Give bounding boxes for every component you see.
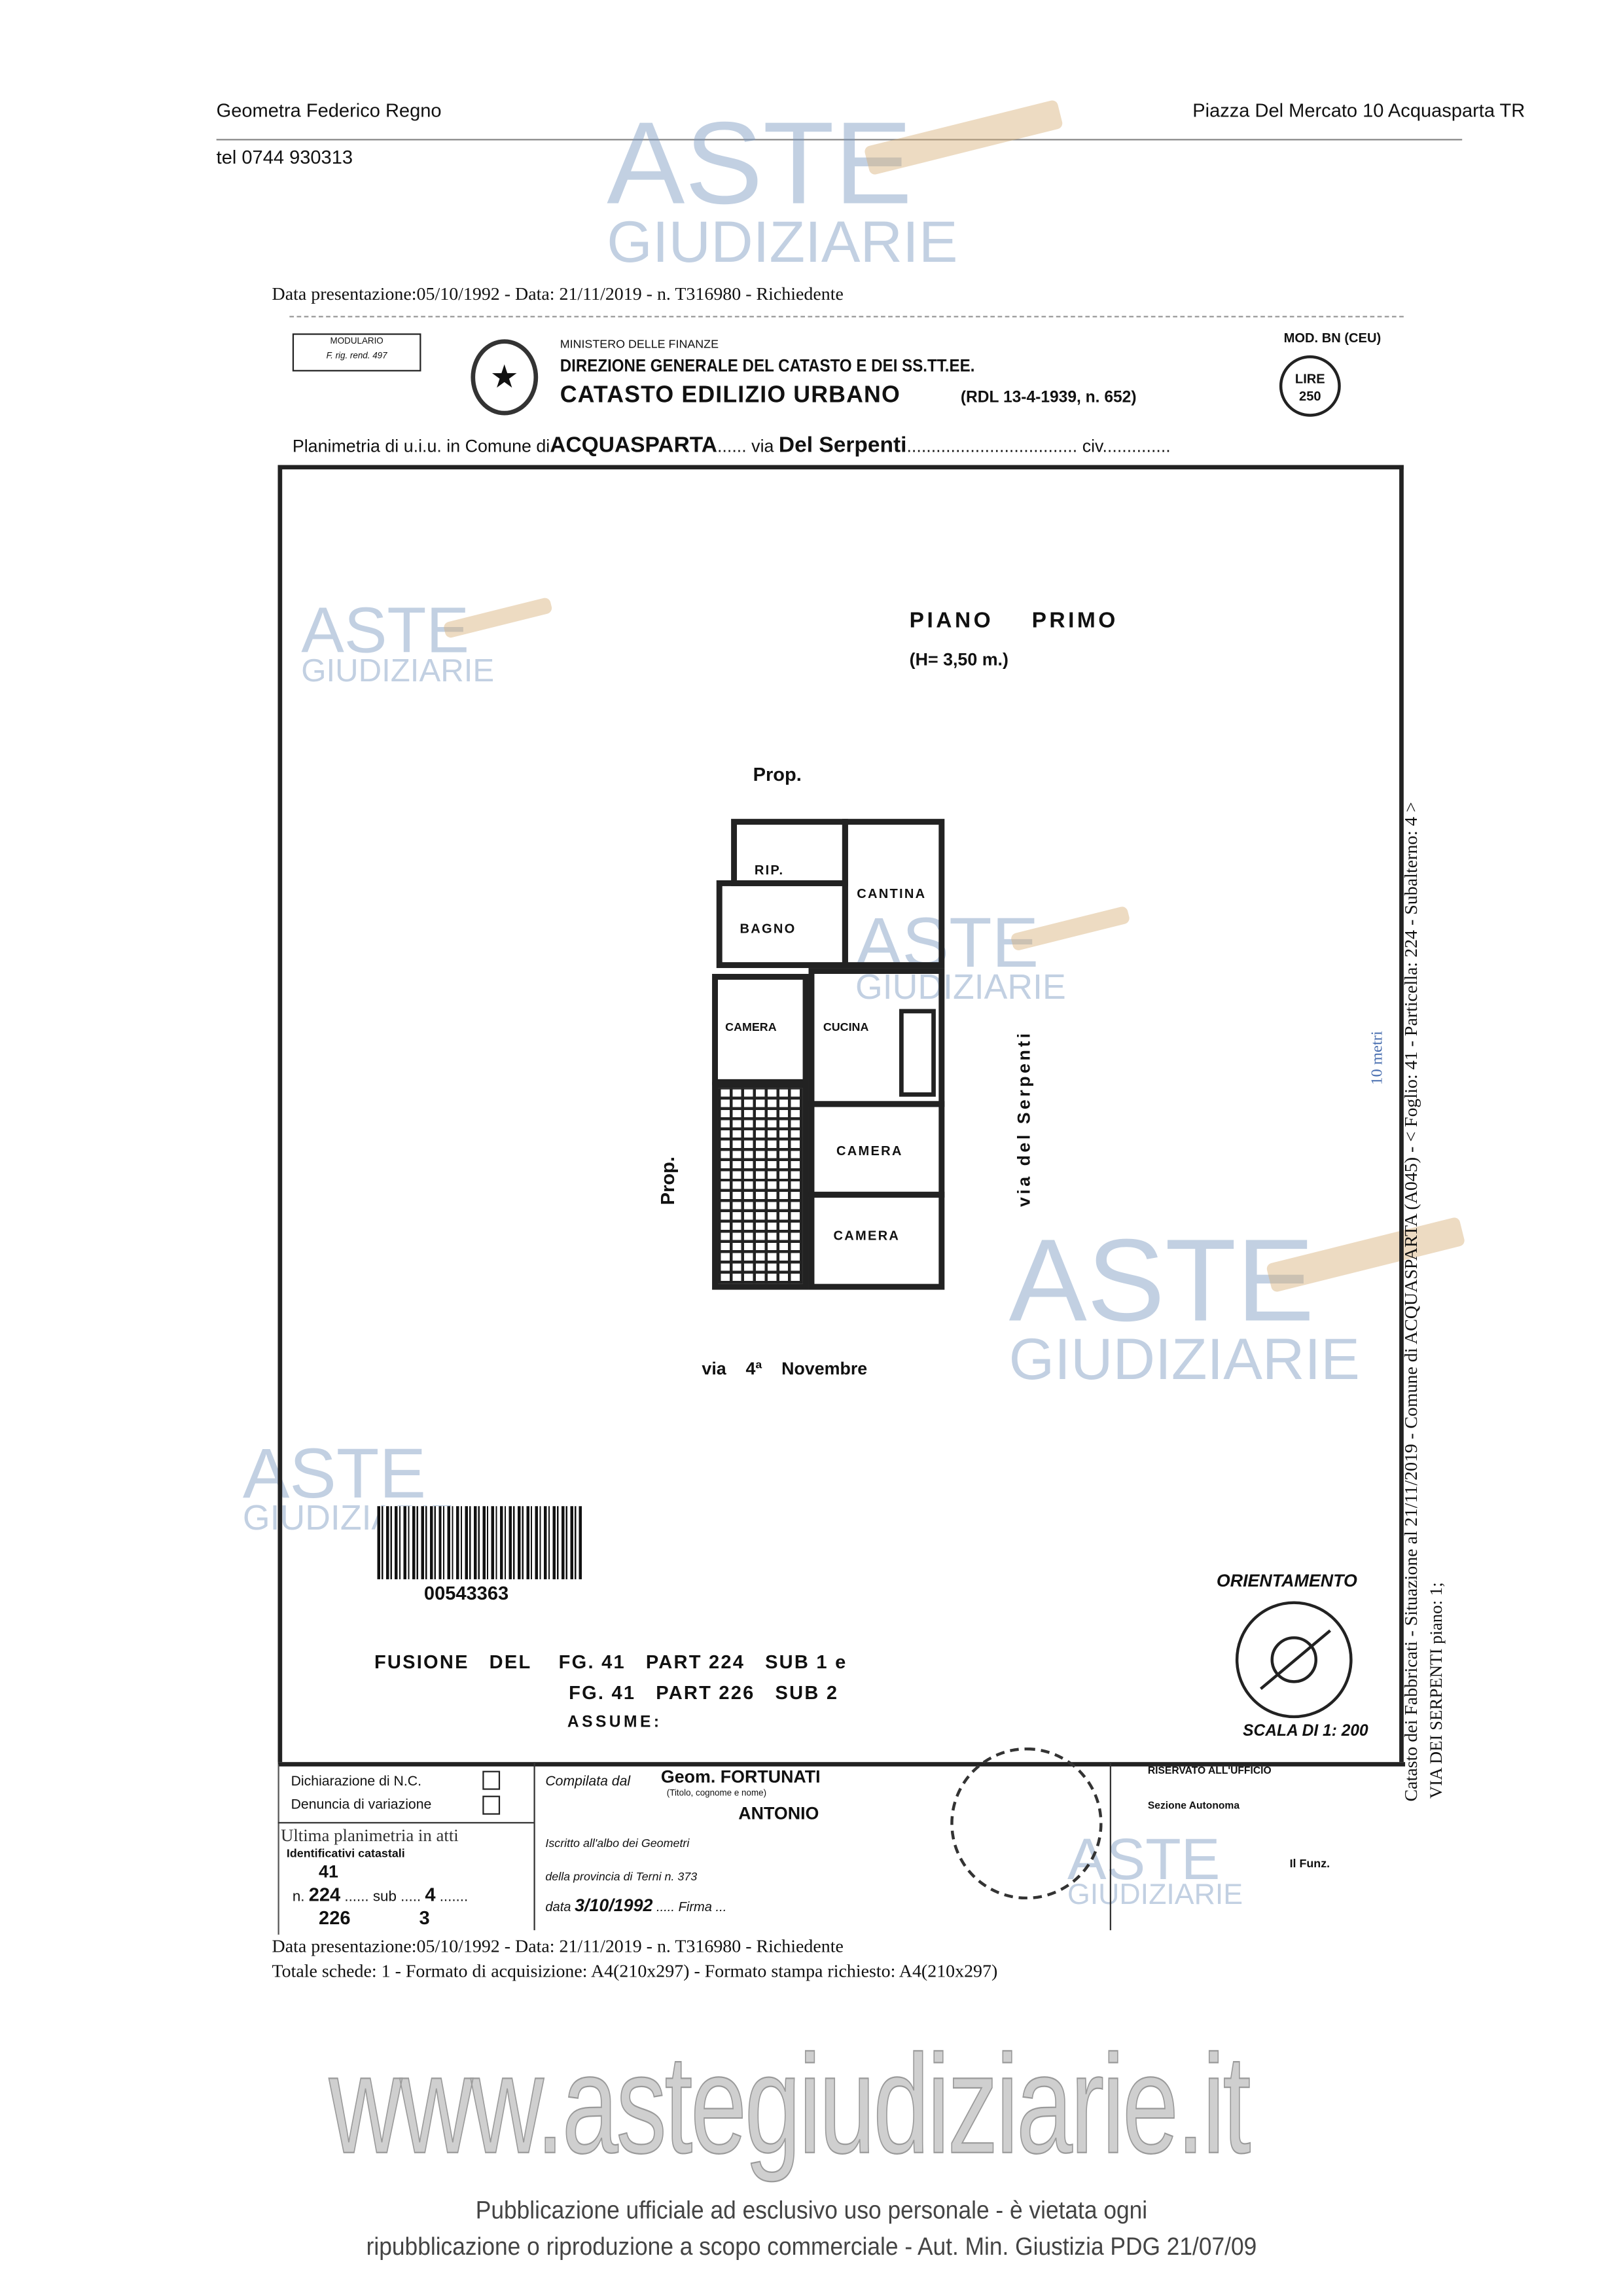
surveyor-name: Geom. FORTUNATI — [660, 1766, 821, 1787]
fusion-line-1: FUSIONE DEL FG. 41 PART 224 SUB 1 e — [374, 1651, 847, 1673]
sezione-label: Sezione Autonoma — [1147, 1801, 1240, 1812]
table-divider — [277, 1821, 534, 1824]
side-cadastre-text: Catasto dei Fabbricati - Situazione al 2… — [1400, 802, 1421, 1802]
footer-line-1: Pubblicazione ufficiale ad esclusivo uso… — [475, 2196, 1148, 2225]
scale-bar-label: 10 metri — [1368, 1031, 1387, 1085]
overlay-line-2: Totale schede: 1 - Formato di acquisizio… — [272, 1961, 998, 1982]
table-divider — [533, 1762, 535, 1931]
side-address-text: VIA DEI SERPENTI piano: 1; — [1425, 1582, 1446, 1799]
identifier-row-1: n. 224 ...... sub ..... 4 ....... — [292, 1883, 469, 1906]
header-right: Piazza Del Mercato 10 Acquasparta TR — [1192, 99, 1525, 122]
footer-line-2: ripubblicazione o riproduzione a scopo c… — [366, 2233, 1257, 2261]
room-label: CAMERA — [725, 1020, 777, 1034]
scale-label: SCALA DI 1: 200 — [1243, 1722, 1368, 1740]
plan-frame — [277, 465, 1404, 1763]
orientation-label: ORIENTAMENTO — [1216, 1570, 1357, 1591]
table-divider — [1109, 1762, 1111, 1931]
last-plan-label: Ultima planimetria in atti — [280, 1825, 459, 1846]
watermark-url: www.astegiudiziarie.it — [329, 2026, 1251, 2183]
planimetria-line: Planimetria di u.i.u. in Comune diACQUAS… — [292, 433, 1171, 458]
barcode-number: 00543363 — [423, 1582, 509, 1604]
official-stamp — [950, 1747, 1103, 1900]
riservato-label: RISERVATO ALL'UFFICIO — [1147, 1766, 1272, 1777]
provincia-label: della provincia di Terni n. 373 — [545, 1870, 698, 1884]
assume-label: ASSUME: — [567, 1713, 662, 1732]
label-street-right: via del Serpenti — [1014, 1030, 1035, 1208]
state-emblem-icon: ★ — [471, 339, 539, 416]
dichiarazione-checkbox[interactable] — [482, 1770, 501, 1790]
floor-title: PIANO PRIMO — [909, 608, 1118, 634]
header-divider — [216, 139, 1463, 141]
compilata-label: Compilata dal — [545, 1774, 631, 1790]
compass-icon — [1235, 1601, 1353, 1719]
dichiarazione-label: Dichiarazione di N.C. — [291, 1774, 421, 1790]
room-label: BAGNO — [740, 921, 796, 936]
identifier-row-2: 226 3 — [319, 1907, 430, 1929]
room-label: CAMERA — [836, 1143, 903, 1158]
name-hint: (Titolo, cognome e nome) — [666, 1789, 767, 1799]
overlay-line-1: Data presentazione:05/10/1992 - Data: 21… — [272, 1936, 844, 1957]
header-left: Geometra Federico Regno — [216, 99, 442, 122]
denuncia-label: Denuncia di variazione — [291, 1797, 432, 1814]
room-label: CAMERA — [833, 1228, 901, 1244]
floor-height: (H= 3,50 m.) — [909, 649, 1008, 670]
ministry: MINISTERO DELLE FINANZE — [560, 338, 719, 351]
funzionario-label: Il Funz. — [1289, 1857, 1330, 1871]
direction: DIREZIONE GENERALE DEL CATASTO E DEI SS.… — [560, 355, 975, 376]
cut-line — [289, 315, 1404, 317]
rdl: (RDL 13-4-1939, n. 652) — [960, 389, 1137, 407]
room-label: RIP. — [754, 863, 785, 878]
label-prop-left: Prop. — [656, 1156, 679, 1206]
denuncia-checkbox[interactable] — [482, 1795, 501, 1815]
identificativi-label: Identificativi catastali — [286, 1846, 405, 1860]
fg-value: 41 — [319, 1861, 338, 1882]
surveyor-firstname: ANTONIO — [738, 1803, 819, 1824]
submission-line: Data presentazione:05/10/1992 - Data: 21… — [272, 283, 844, 304]
label-street-bottom: via 4ª Novembre — [702, 1358, 868, 1379]
date-field: data 3/10/1992 ..... Firma ... — [545, 1895, 727, 1916]
footer-table — [277, 1762, 1406, 1935]
catasto-title: CATASTO EDILIZIO URBANO — [560, 383, 901, 408]
header-phone: tel 0744 930313 — [216, 146, 353, 168]
room-label: CANTINA — [857, 886, 927, 901]
barcode — [377, 1506, 582, 1579]
mod-code: MOD. BN (CEU) — [1283, 330, 1382, 346]
room-label: CUCINA — [823, 1020, 869, 1034]
albo-label: Iscritto all'albo dei Geometri — [545, 1837, 690, 1850]
label-prop-top: Prop. — [753, 763, 802, 785]
fusion-line-2: FG. 41 PART 226 SUB 2 — [569, 1681, 839, 1704]
